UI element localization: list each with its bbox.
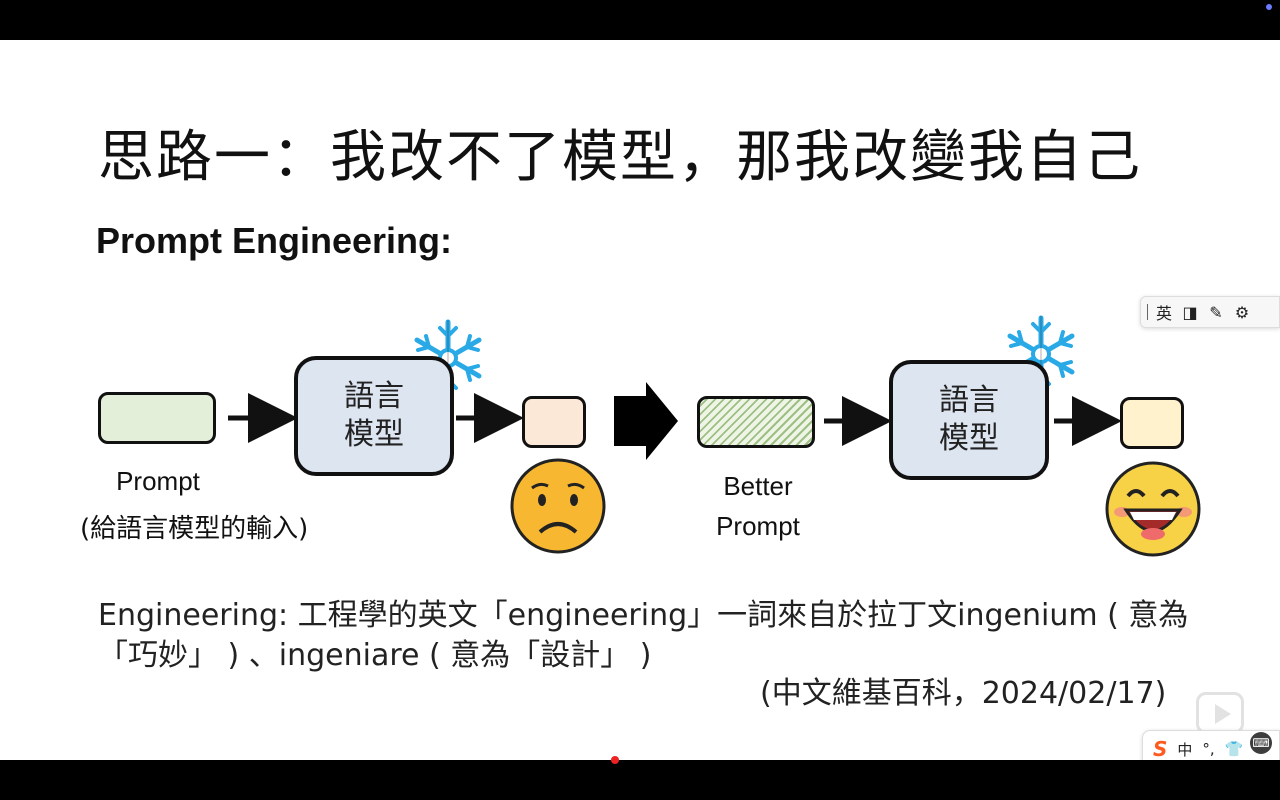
- prompt-sub-label: (給語言模型的輸入): [80, 514, 309, 544]
- ime-float-icon[interactable]: ⌨: [1250, 732, 1272, 754]
- prompt-label: Prompt: [116, 466, 200, 496]
- better-prompt-label: Better Prompt: [700, 466, 816, 546]
- better-prompt-line1: Better: [723, 471, 793, 501]
- language-model-box: 語言 模型: [294, 356, 454, 476]
- half-width-icon[interactable]: ◨: [1182, 302, 1198, 322]
- better-prompt-line2: Prompt: [716, 511, 800, 541]
- pen-icon[interactable]: ✎: [1209, 302, 1223, 322]
- slide-subtitle: Prompt Engineering:: [96, 220, 453, 261]
- ime-language-toggle[interactable]: 英: [1155, 304, 1172, 323]
- ime-toolbar[interactable]: 英 ◨ ✎ ⚙: [1140, 296, 1280, 328]
- notification-dot: [1266, 4, 1272, 10]
- model-label-line1: 語言: [939, 383, 999, 418]
- prompt-box: [98, 392, 216, 444]
- engineering-description: Engineering: 工程學的英文「engineering」一詞來自於拉丁文…: [98, 598, 1189, 673]
- language-model-box: 語言 模型: [889, 360, 1049, 480]
- output-box: [1120, 397, 1184, 449]
- shirt-icon[interactable]: 👕: [1224, 740, 1244, 758]
- drag-handle-icon[interactable]: [1147, 304, 1148, 320]
- slide-title: 思路一：我改不了模型，那我改變我自己: [98, 125, 1142, 190]
- happy-face-icon: [1105, 461, 1201, 557]
- play-icon[interactable]: [1196, 692, 1244, 734]
- model-label-line1: 語言: [344, 379, 404, 414]
- top-letterbox: [0, 0, 1280, 40]
- punctuation-toggle[interactable]: °,: [1202, 740, 1215, 758]
- output-box: [522, 396, 586, 448]
- slide: 思路一：我改不了模型，那我改變我自己 Prompt Engineering:: [0, 40, 1280, 760]
- better-prompt-box: [697, 396, 815, 448]
- model-label-line2: 模型: [939, 421, 999, 456]
- sogou-logo-icon[interactable]: S: [1153, 737, 1168, 760]
- big-arrow-icon: [614, 382, 678, 460]
- diagram-graphics: [228, 40, 1201, 557]
- sad-face-icon: [510, 458, 606, 554]
- model-label-line2: 模型: [344, 417, 404, 452]
- source-citation: (中文維基百科，2024/02/17): [760, 676, 1167, 711]
- gear-icon[interactable]: ⚙: [1234, 302, 1250, 322]
- cursor-indicator: [611, 756, 619, 764]
- ime-mode-toggle[interactable]: 中: [1177, 740, 1193, 759]
- bottom-letterbox: [0, 760, 1280, 800]
